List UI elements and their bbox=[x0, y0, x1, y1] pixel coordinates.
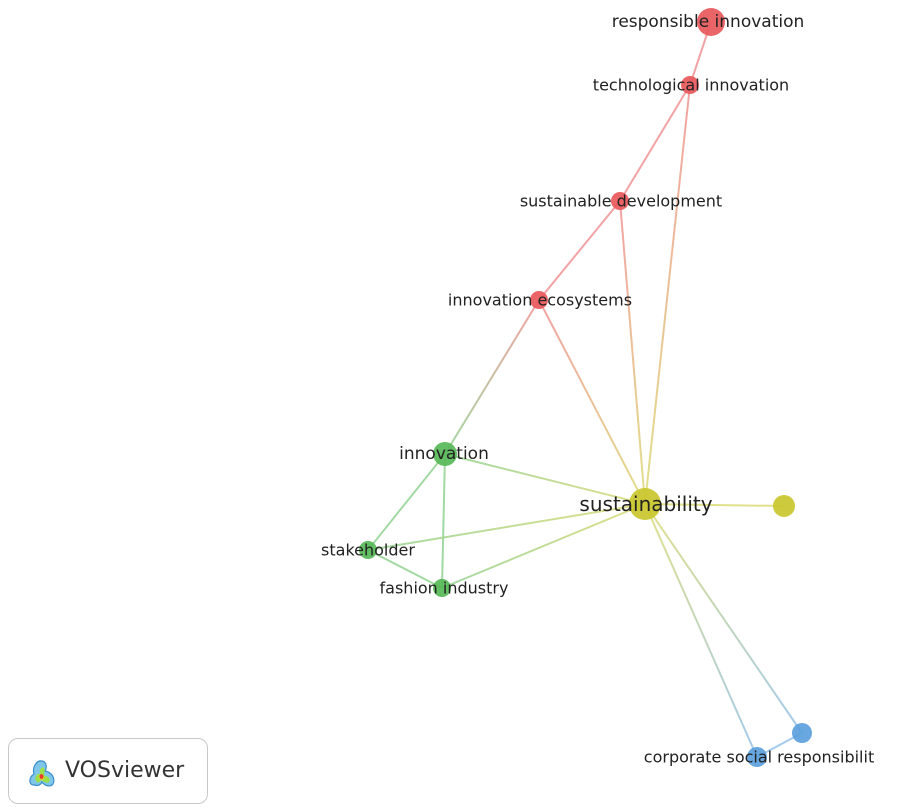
label-technological: technological innovation bbox=[593, 76, 789, 95]
edge-fashion-sustainability bbox=[441, 503, 646, 589]
network-nodes bbox=[359, 8, 812, 767]
node-fashion[interactable] bbox=[433, 579, 451, 597]
edge-stakeholder-fashion bbox=[367, 549, 443, 589]
edge-sustdev-ecosystems bbox=[538, 200, 621, 301]
label-ecosystems: innovation ecosystems bbox=[448, 291, 632, 310]
edge-innovation-fashion bbox=[441, 453, 446, 589]
node-sustainability[interactable] bbox=[629, 488, 661, 520]
edge-stakeholder-sustainability bbox=[367, 503, 646, 551]
edge-sustainability-csr bbox=[644, 503, 758, 758]
label-stakeholder: stakeholder bbox=[321, 541, 415, 560]
edge-ecosystems-innovation bbox=[444, 299, 540, 455]
edge-technological-sustainability bbox=[644, 84, 691, 505]
vosviewer-label: VOSviewer bbox=[65, 758, 185, 783]
edge-sustainability-yellow2 bbox=[644, 503, 785, 507]
node-responsible[interactable] bbox=[697, 8, 725, 36]
node-stakeholder[interactable] bbox=[359, 541, 377, 559]
label-fashion: fashion industry bbox=[380, 579, 509, 598]
node-innovation[interactable] bbox=[433, 442, 457, 466]
node-yellow2[interactable] bbox=[773, 495, 795, 517]
node-csr[interactable] bbox=[747, 747, 767, 767]
edge-innovation-stakeholder bbox=[367, 453, 446, 551]
node-blue2[interactable] bbox=[792, 723, 812, 743]
edge-ecosystems-sustainability bbox=[538, 299, 646, 505]
edge-sustainability-blue2 bbox=[644, 503, 803, 734]
edge-innovation-sustainability bbox=[444, 453, 646, 505]
label-csr: corporate social responsibilit bbox=[644, 748, 874, 767]
label-responsible: responsible innovation bbox=[612, 12, 805, 32]
network-labels: responsible innovation technological inno… bbox=[321, 12, 874, 767]
label-innovation: innovation bbox=[399, 444, 489, 464]
network-edges bbox=[367, 21, 803, 758]
edge-technological-sustdev bbox=[619, 84, 691, 202]
vosviewer-badge: VOSviewer bbox=[8, 738, 208, 804]
node-technological[interactable] bbox=[681, 76, 699, 94]
label-sustainability: sustainability bbox=[579, 492, 712, 516]
edge-sustdev-sustainability bbox=[619, 200, 646, 505]
node-ecosystems[interactable] bbox=[530, 291, 548, 309]
vosviewer-logo-icon bbox=[29, 760, 55, 787]
label-sustdev: sustainable development bbox=[520, 192, 722, 211]
node-sustdev[interactable] bbox=[611, 192, 629, 210]
